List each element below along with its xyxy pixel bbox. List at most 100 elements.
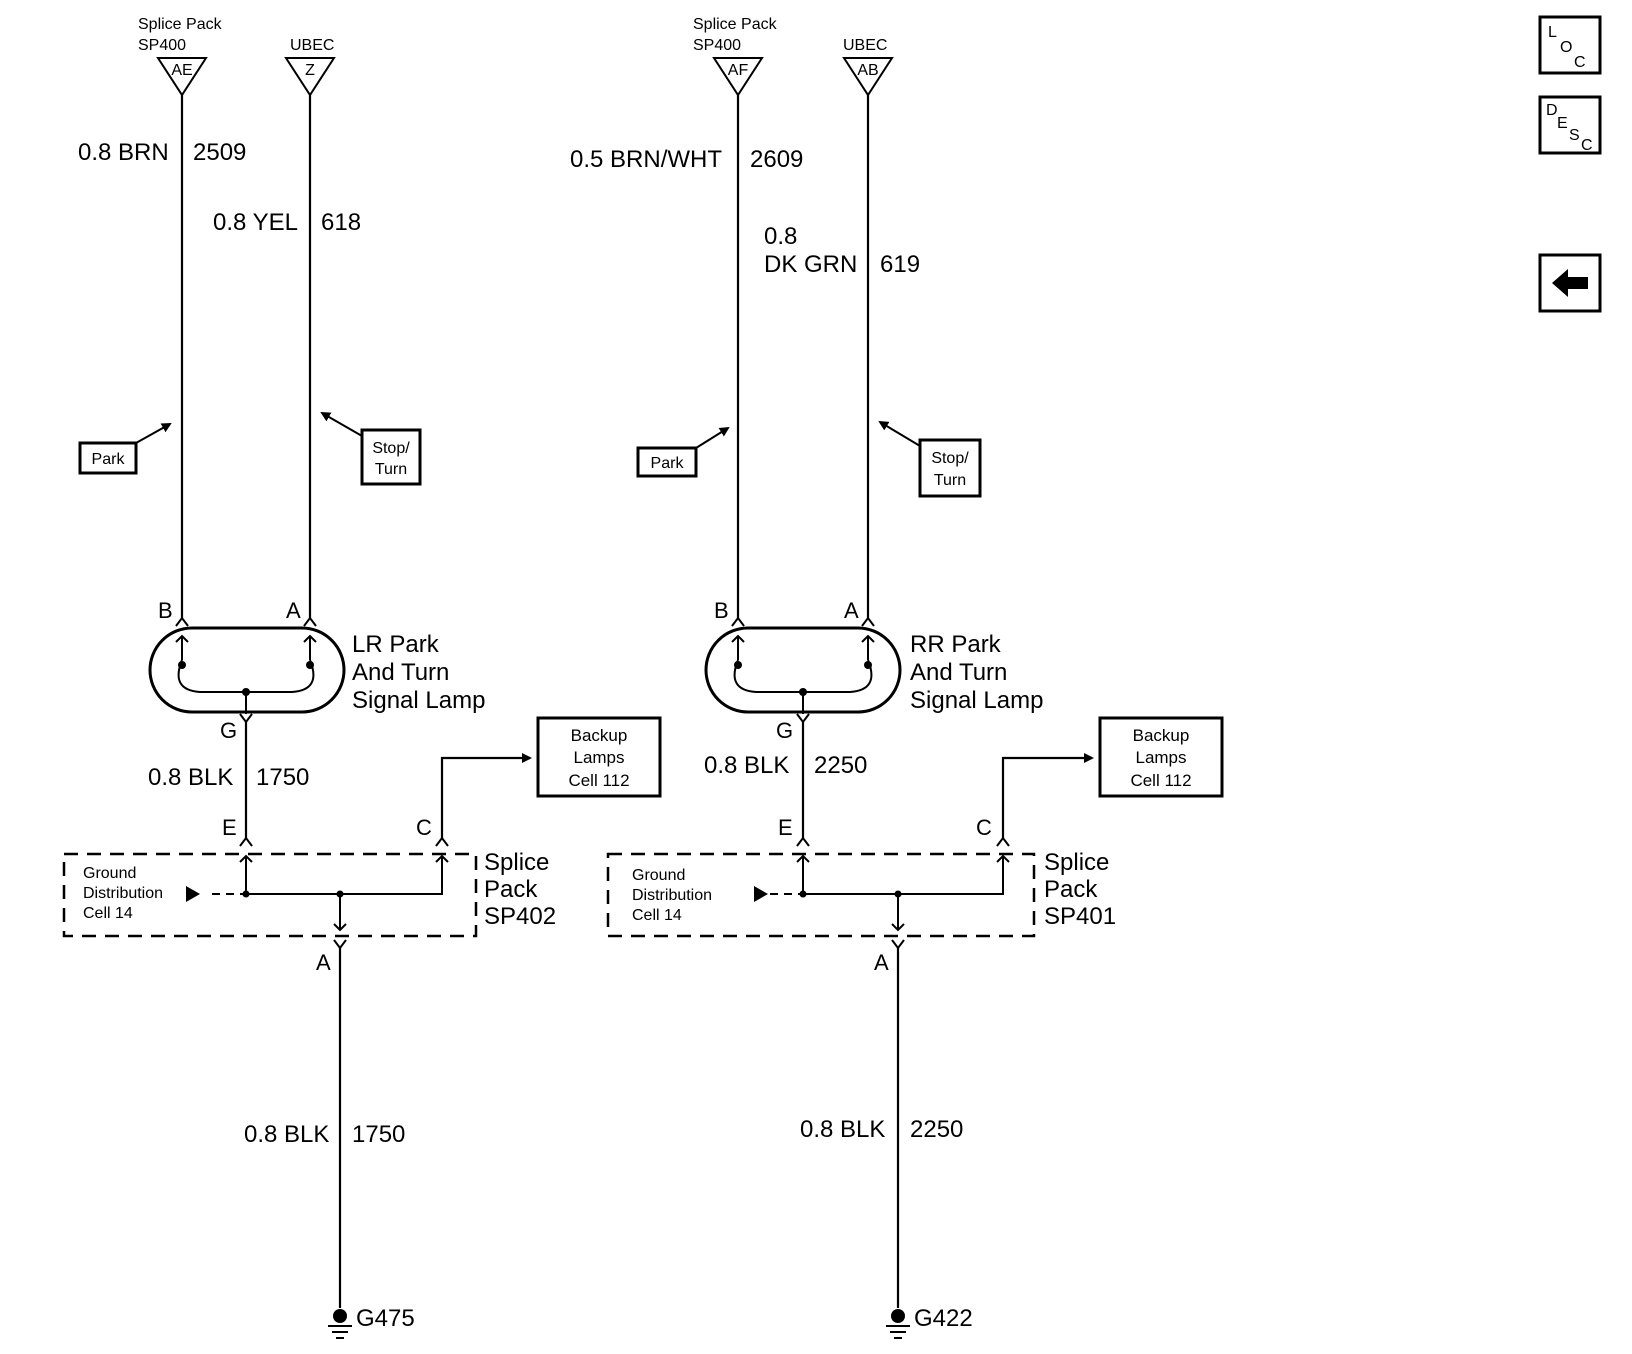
- right-backup-lamps-box: [1098, 716, 1224, 798]
- right-lamp-leads: [737, 636, 869, 660]
- left-pin-e: E: [222, 815, 237, 840]
- left-pin-a2-terminal: [333, 939, 347, 950]
- right-backup-label-2: Lamps: [1135, 748, 1186, 767]
- right-ground-bars: [886, 1325, 910, 1339]
- right-lamp-label-1: RR Park: [910, 631, 1002, 658]
- right-wire2-size: 0.8: [764, 223, 797, 250]
- right-ground-symbol: [891, 1309, 905, 1323]
- left-lamp-label-3: Signal Lamp: [352, 687, 485, 714]
- left-splice-pack-outline: [62, 852, 478, 938]
- loc-letter-c: C: [1574, 54, 1586, 71]
- left-backup-lamps-box: [536, 716, 662, 798]
- right-splice-pack-outline: [606, 852, 1036, 938]
- right-connector-ab-pin: AB: [857, 62, 878, 79]
- right-wire3-size-color: 0.8 BLK: [704, 752, 789, 779]
- right-lamp-node-3: [799, 688, 807, 696]
- left-pin-c: C: [416, 815, 432, 840]
- left-sp400-label: SP400: [138, 37, 186, 54]
- back-button[interactable]: [1538, 253, 1602, 313]
- right-park-arrow: [695, 426, 730, 449]
- right-pin-a2: A: [874, 950, 889, 975]
- loc-letter-o: O: [1560, 39, 1572, 56]
- left-splice-node-2: [336, 890, 344, 898]
- right-wire2-circuit: 619: [880, 251, 920, 278]
- left-splice-top-terminals: [239, 836, 449, 847]
- right-splice-pack-label: Splice Pack: [693, 16, 778, 33]
- desc-letter-d: D: [1546, 102, 1558, 119]
- left-connector-ae-pin: AE: [171, 62, 192, 79]
- right-splice-inner-terminals: [796, 854, 1010, 863]
- loc-button-frame: [1538, 15, 1602, 75]
- left-wire1-size-color: 0.8 BRN: [78, 139, 169, 166]
- right-ground-dist-label-2: Distribution: [632, 887, 712, 904]
- left-park-label: Park: [92, 451, 126, 468]
- left-stop-turn-arrow: [320, 412, 363, 437]
- right-ground-dist-label-1: Ground: [632, 867, 685, 884]
- left-pin-b-terminal: [175, 616, 189, 627]
- left-pin-a: A: [286, 598, 301, 623]
- right-stop-label: Stop/: [931, 450, 969, 467]
- loc-button[interactable]: L O C: [1538, 15, 1602, 75]
- right-splice-node-1: [799, 890, 807, 898]
- left-ground-dist-label-3: Cell 14: [83, 905, 133, 922]
- right-park-label: Park: [651, 455, 685, 472]
- right-ground-dist-label-3: Cell 14: [632, 907, 682, 924]
- left-wire4-circuit: 1750: [352, 1121, 405, 1148]
- right-connector-ab-triangle: [842, 57, 894, 97]
- left-connector-z-triangle: [284, 57, 336, 97]
- left-splice-node-1: [242, 890, 250, 898]
- left-backup-label-1: Backup: [571, 726, 628, 745]
- desc-button-frame: [1538, 95, 1602, 155]
- right-pin-b: B: [714, 598, 729, 623]
- right-pin-a: A: [844, 598, 859, 623]
- left-connector-z-pin: Z: [305, 62, 315, 79]
- left-pin-a-terminal: [303, 616, 317, 627]
- left-splice-label-3: SP402: [484, 903, 556, 930]
- loc-letter-l: L: [1548, 24, 1557, 41]
- left-wire3-size-color: 0.8 BLK: [148, 764, 233, 791]
- right-stop-turn-arrow: [878, 420, 921, 447]
- right-wire4-circuit: 2250: [910, 1116, 963, 1143]
- right-wire4-size-color: 0.8 BLK: [800, 1116, 885, 1143]
- left-wire1-circuit: 2509: [193, 139, 246, 166]
- left-splice-pack-label: Splice Pack: [138, 16, 223, 33]
- right-splice-label-2: Pack: [1044, 876, 1098, 903]
- left-splice-inner-terminals: [239, 854, 449, 863]
- right-backup-label-1: Backup: [1133, 726, 1190, 745]
- left-wire2-circuit: 618: [321, 209, 361, 236]
- left-backup-label-3: Cell 112: [568, 771, 629, 790]
- left-park-arrow: [135, 423, 172, 444]
- right-wire1-circuit: 2609: [750, 146, 803, 173]
- right-backup-wire: [1001, 753, 1094, 838]
- left-ground-dist-label-1: Ground: [83, 865, 136, 882]
- right-pin-e: E: [778, 815, 793, 840]
- left-splice-bus: [245, 856, 443, 930]
- back-button-frame: [1538, 253, 1602, 313]
- right-wire3-circuit: 2250: [814, 752, 867, 779]
- left-splice-label-2: Pack: [484, 876, 538, 903]
- right-splice-bottom-inner-terminal: [891, 923, 905, 932]
- left-pin-g-terminal: [239, 713, 253, 724]
- left-pin-a2: A: [316, 950, 331, 975]
- left-ground-dist-arrow: [186, 886, 200, 902]
- right-connector-af-triangle: [712, 57, 764, 97]
- left-circuit: Splice Pack SP400 AE UBEC Z 0.8 BRN 2509…: [62, 16, 662, 1339]
- left-connector-ae-triangle: [156, 57, 208, 97]
- right-backup-label-3: Cell 112: [1130, 771, 1191, 790]
- right-lamp-label-2: And Turn: [910, 659, 1007, 686]
- left-ground-dist-label-2: Distribution: [83, 885, 163, 902]
- desc-button[interactable]: D E S C: [1538, 95, 1602, 155]
- left-ground-symbol: [333, 1309, 347, 1323]
- right-pin-a2-terminal: [891, 939, 905, 950]
- left-backup-wire: [440, 753, 532, 838]
- left-lamp-node-1: [178, 661, 186, 669]
- right-circuit: Splice Pack SP400 AF UBEC AB 0.5 BRN/WHT…: [570, 16, 1224, 1339]
- left-splice-label-1: Splice: [484, 849, 549, 876]
- right-lamp-label-3: Signal Lamp: [910, 687, 1043, 714]
- right-lamp-node-2: [864, 661, 872, 669]
- left-pin-b: B: [158, 598, 173, 623]
- left-backup-label-2: Lamps: [573, 748, 624, 767]
- left-park-flag: [78, 441, 138, 475]
- right-pin-g: G: [776, 718, 793, 743]
- right-splice-node-2: [894, 890, 902, 898]
